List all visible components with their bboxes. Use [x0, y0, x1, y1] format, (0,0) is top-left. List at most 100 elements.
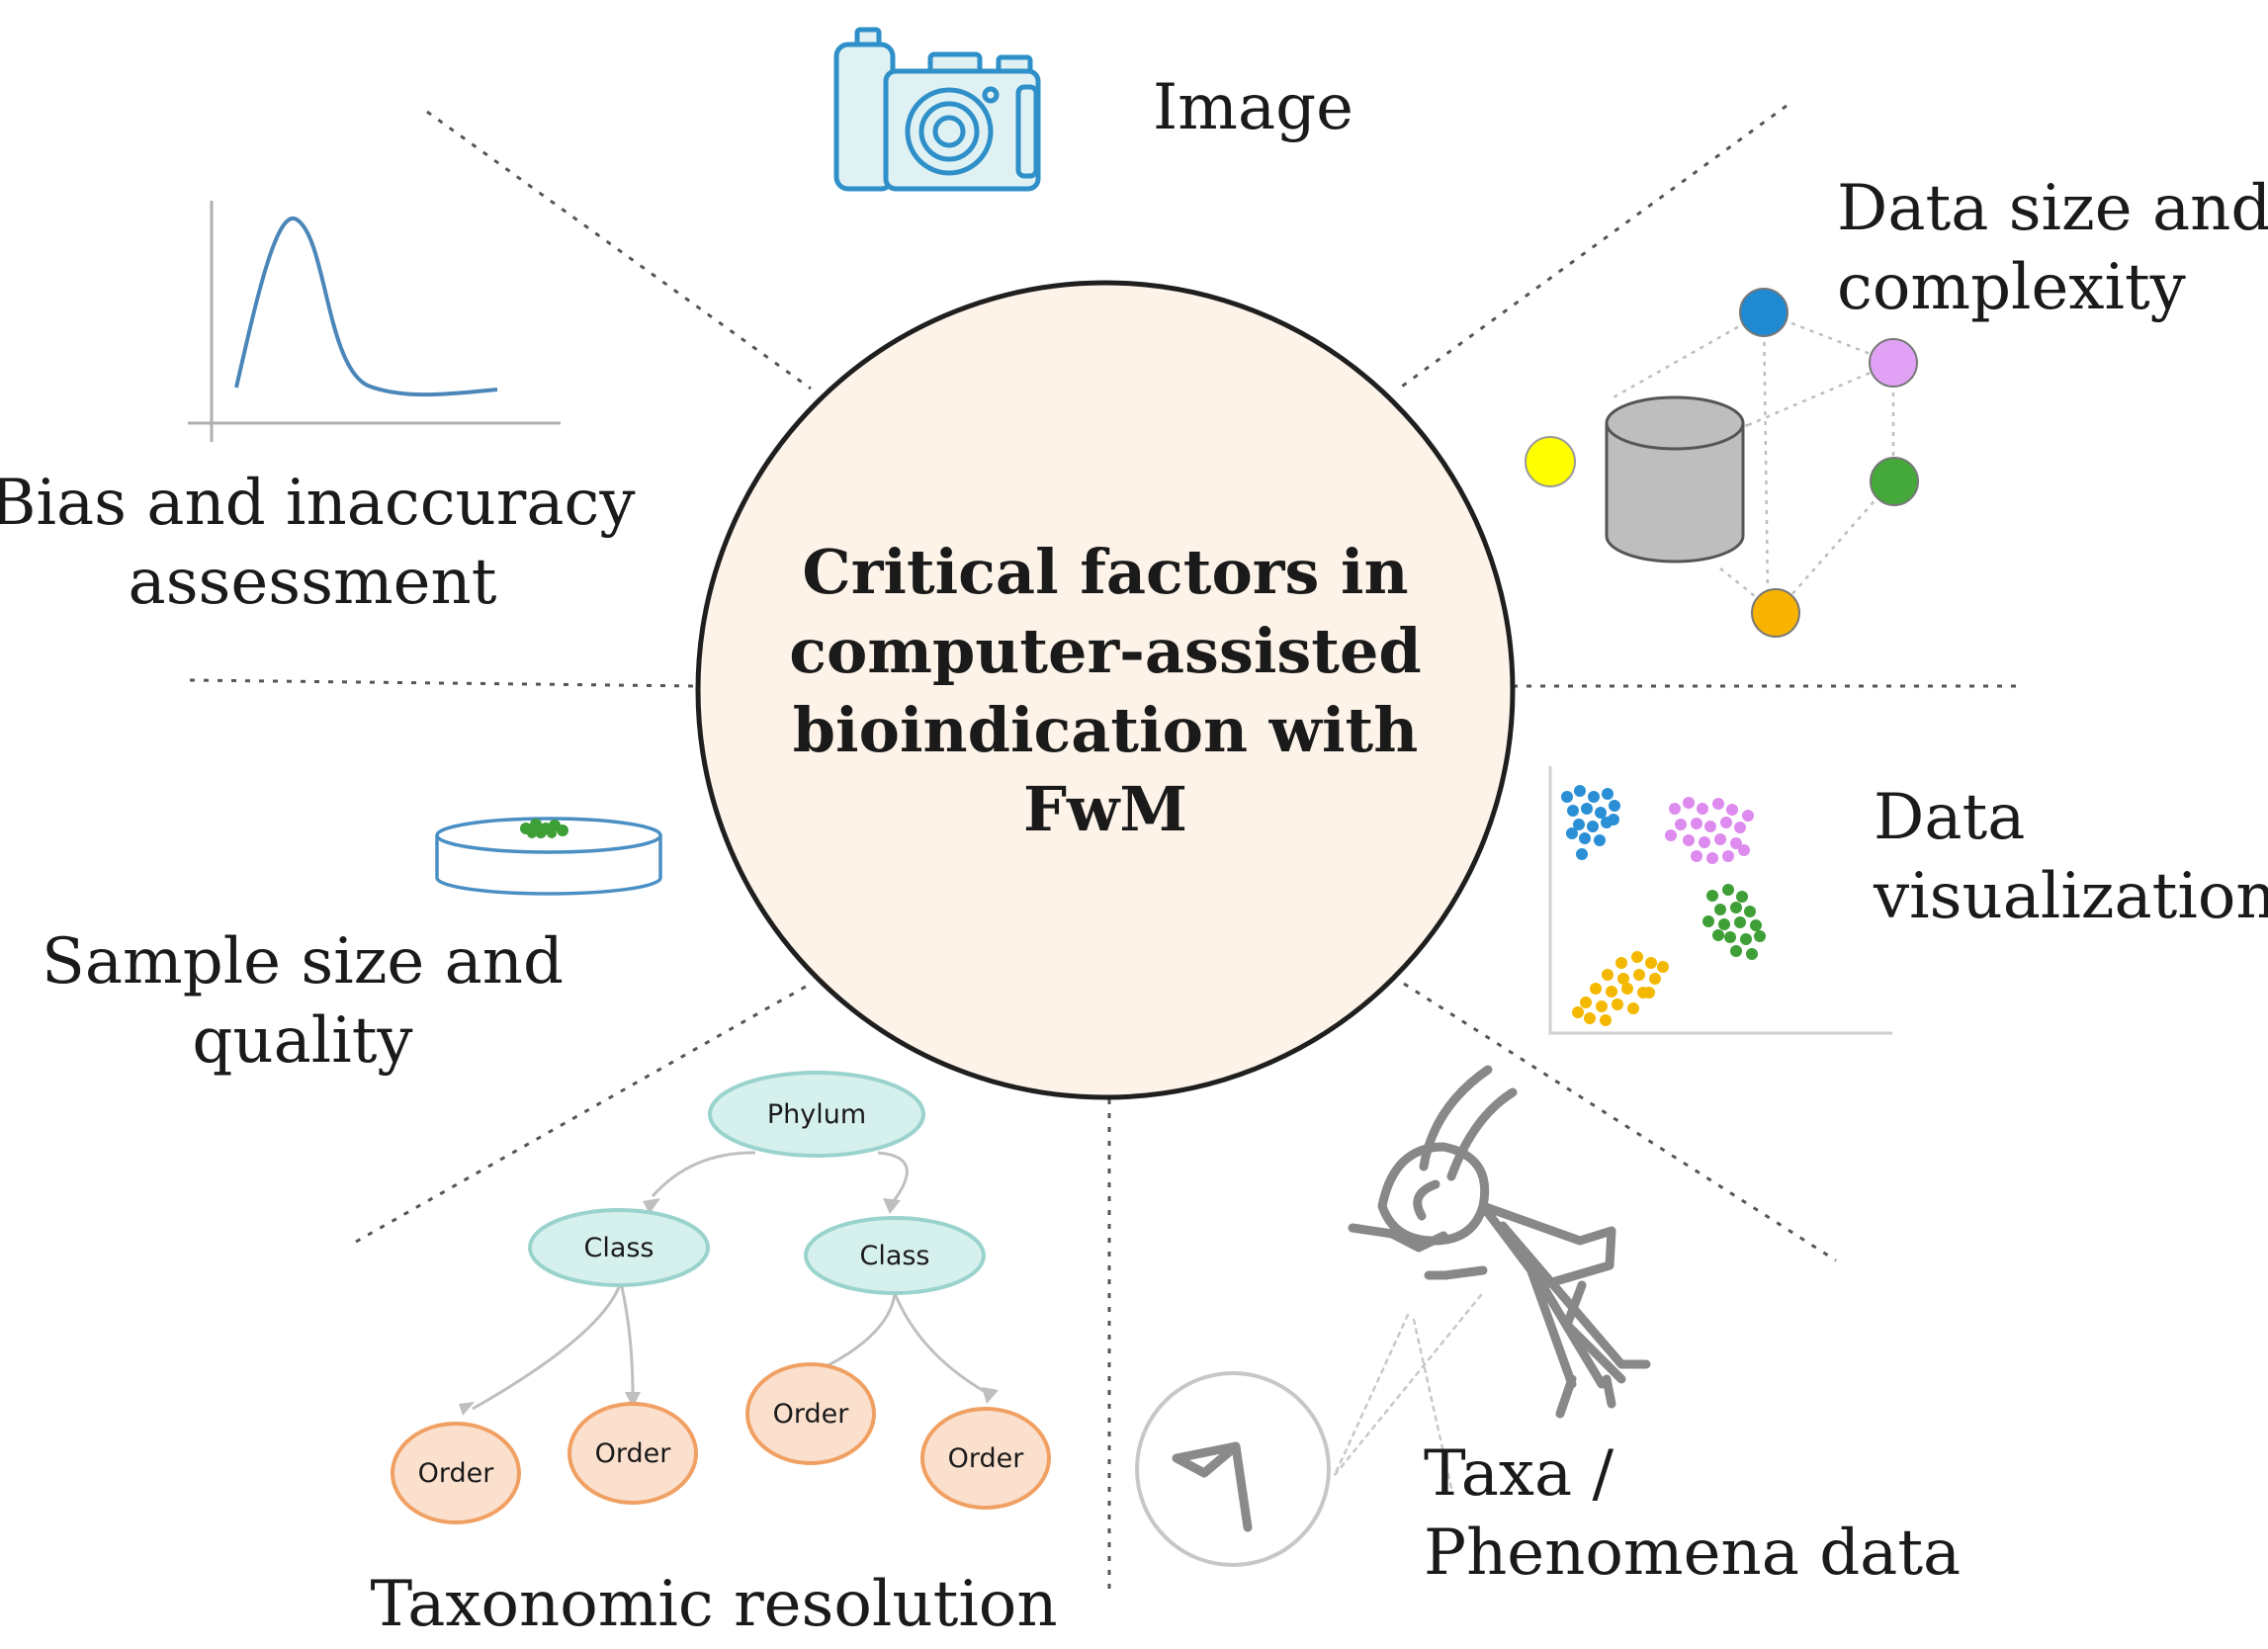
scatter-dot-cluster-2-4: [1712, 798, 1724, 810]
scatter-dot-cluster-2-19: [1665, 829, 1677, 841]
divider-left: [189, 678, 699, 688]
scatter-dot-cluster-3-5: [1730, 902, 1742, 913]
scatter-dot-cluster-4-3: [1645, 957, 1657, 969]
scatter-dot-cluster-2-20: [1742, 810, 1754, 822]
scatter-dot-cluster-1-7: [1595, 807, 1607, 819]
tree-node-order-1-label: Order: [418, 1458, 495, 1489]
sample-size-label-line-1: Sample size and: [42, 925, 564, 998]
scatter-dot-cluster-4-12: [1580, 997, 1592, 1008]
divider-lines: [189, 104, 2019, 1592]
scatter-dot-cluster-4-19: [1657, 961, 1669, 973]
scatter-dot-cluster-1-12: [1579, 832, 1591, 844]
divider-top-left: [426, 110, 812, 391]
scatter-dot-cluster-2-17: [1722, 850, 1734, 862]
scatter-dot-cluster-2-6: [1675, 819, 1687, 830]
scatter-dot-cluster-2-8: [1704, 821, 1716, 832]
scatter-dot-cluster-4-16: [1584, 1012, 1596, 1024]
tree-node-order-3-label: Order: [773, 1399, 850, 1430]
center-title-line-1: Critical factors in: [802, 536, 1408, 608]
divider-bottom-right: [1403, 982, 1837, 1262]
scatter-dot-cluster-2-3: [1697, 803, 1708, 815]
divider-top-right: [1398, 104, 1788, 391]
scatter-dot-cluster-3-14: [1730, 945, 1742, 957]
scatter-dot-cluster-4-8: [1590, 983, 1602, 995]
scatter-dot-cluster-4-7: [1649, 973, 1661, 985]
scatter-dot-cluster-1-14: [1566, 827, 1578, 839]
scatter-dot-cluster-3-3: [1736, 891, 1748, 903]
data-size-label-line-2: complexity: [1837, 251, 2186, 324]
scatter-dot-cluster-2-1: [1669, 803, 1681, 815]
factor-taxa: Taxa / Phenomena data: [1135, 1065, 1961, 1590]
center-title-line-4: FwM: [1023, 773, 1187, 845]
scatter-dot-cluster-4-18: [1572, 1006, 1584, 1018]
scatter-dot-cluster-4-13: [1596, 1000, 1608, 1012]
scatter-dot-cluster-1-2: [1574, 785, 1586, 797]
scatter-dot-cluster-4-1: [1615, 957, 1627, 969]
tree-node-order-3: Order: [745, 1362, 876, 1465]
scatter-dot-cluster-4-20: [1643, 987, 1655, 998]
scatter-dot-cluster-1-6: [1581, 803, 1593, 815]
scatter-dot-cluster-1-4: [1602, 788, 1614, 800]
scatter-dot-cluster-2-16: [1706, 852, 1718, 864]
tree-node-order-2-label: Order: [595, 1438, 672, 1469]
scatter-dot-cluster-2-13: [1714, 833, 1726, 845]
taxonomic-resolution-label: Taxonomic resolution: [370, 1568, 1057, 1641]
scatter-dot-cluster-1-13: [1594, 834, 1606, 846]
tree-node-order-4-label: Order: [948, 1443, 1025, 1474]
scatter-dot-cluster-3-1: [1706, 890, 1718, 902]
scatter-dot-cluster-4-10: [1621, 983, 1633, 995]
scatter-dot-cluster-4-9: [1606, 986, 1617, 998]
petri-dish-icon: [435, 817, 662, 896]
tree-node-class-2-label: Class: [859, 1241, 929, 1271]
scatter-dot-cluster-2-12: [1699, 836, 1710, 848]
scatter-dot-cluster-1-9: [1573, 819, 1585, 830]
scatter-dot-cluster-4-6: [1633, 969, 1645, 981]
scatter-dot-cluster-1-10: [1587, 821, 1599, 832]
image-label: Image: [1153, 71, 1353, 144]
divider-bottom-left: [355, 982, 812, 1244]
scatter-dot-cluster-4-17: [1600, 1014, 1612, 1026]
scatter-dot-cluster-2-11: [1683, 834, 1695, 846]
scatter-dot-cluster-3-15: [1746, 948, 1758, 960]
factor-image: Image: [833, 27, 1353, 192]
scatter-clusters-icon: [1548, 766, 1892, 1035]
scatter-dot-cluster-1-15: [1608, 814, 1619, 825]
scatter-dot-cluster-2-18: [1738, 844, 1750, 856]
center-title-line-2: computer-assisted: [789, 615, 1422, 687]
scatter-dot-cluster-1-16: [1576, 848, 1588, 860]
taxonomy-tree-icon: Phylum Class Class Order Order Order: [391, 1071, 1051, 1524]
tree-node-phylum-label: Phylum: [767, 1099, 866, 1130]
scatter-dot-cluster-1-5: [1567, 805, 1579, 817]
taxa-label-line-1: Taxa /: [1424, 1437, 1614, 1511]
tree-node-class-1: Class: [528, 1208, 710, 1287]
tree-node-phylum: Phylum: [708, 1071, 925, 1158]
scatter-dot-cluster-2-2: [1683, 797, 1695, 809]
tree-node-order-2: Order: [567, 1402, 698, 1505]
scatter-dot-cluster-2-14: [1730, 837, 1742, 849]
scatter-dot-cluster-1-8: [1609, 800, 1620, 812]
scatter-dot-cluster-4-4: [1602, 969, 1614, 981]
data-size-label-line-1: Data size and: [1837, 172, 2268, 245]
factor-data-visualization: Data visualization: [1548, 766, 2268, 1035]
scatter-dot-cluster-3-9: [1734, 916, 1746, 928]
scatter-dot-cluster-3-6: [1744, 906, 1756, 917]
tree-node-order-1: Order: [391, 1422, 521, 1524]
scatter-dot-cluster-3-2: [1722, 884, 1734, 896]
scatter-dot-cluster-2-5: [1726, 804, 1738, 816]
factor-data-size: Data size and complexity: [1525, 172, 2268, 638]
scatter-dot-cluster-2-9: [1720, 817, 1732, 828]
scatter-dot-cluster-2-7: [1691, 818, 1702, 829]
camera-icon: [833, 27, 1041, 192]
scatter-dot-cluster-2-10: [1734, 822, 1746, 833]
factor-sample-size: Sample size and quality: [42, 817, 662, 1078]
center-title-line-3: bioindication with: [793, 694, 1419, 766]
scatter-dot-cluster-3-13: [1754, 930, 1766, 942]
scatter-dot-cluster-3-7: [1702, 915, 1714, 927]
data-visualization-label-line-1: Data: [1874, 781, 2025, 854]
tree-node-order-4: Order: [920, 1407, 1051, 1510]
scatter-dot-cluster-3-4: [1714, 904, 1726, 915]
scatter-dot-cluster-2-15: [1691, 850, 1702, 862]
scatter-dot-cluster-4-5: [1617, 973, 1629, 985]
